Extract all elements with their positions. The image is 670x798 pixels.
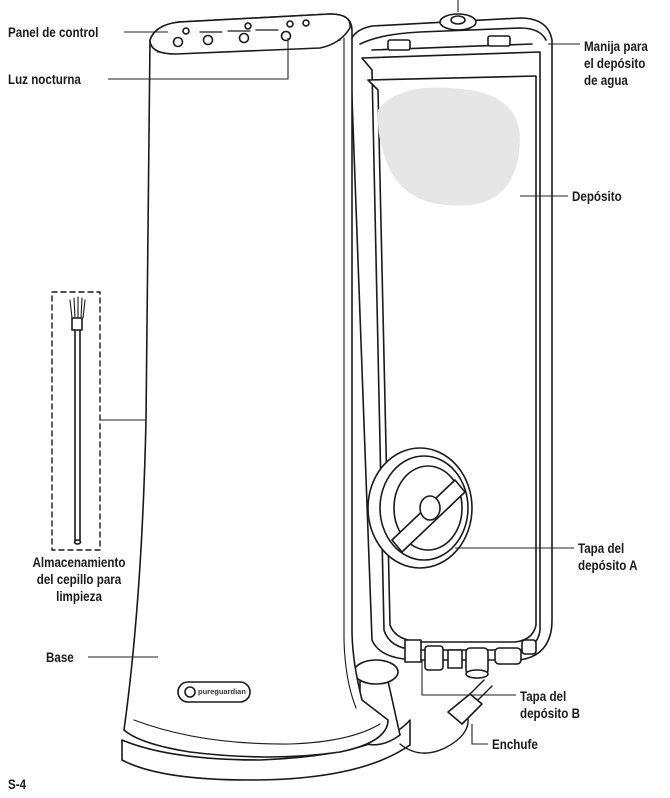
label-control-panel: Panel de control [8,24,98,41]
label-brush-storage: Almacenamiento del cepillo para limpieza [15,554,144,605]
label-tank-cap-b: Tapa del depósito B [520,688,580,722]
tank-cap-a [368,448,472,568]
label-tank-text: Depósito [572,188,622,205]
label-night-light-text: Luz nocturna [8,71,81,88]
label-tank: Depósito [572,188,622,205]
power-cord [400,680,492,753]
label-tank-handle: Manija para el depósito de agua [584,38,648,89]
page-number-text: S-4 [8,776,26,793]
leader-plug [472,724,488,744]
label-tank-cap-a-line-1: Tapa del [578,540,638,557]
label-night-light: Luz nocturna [8,71,81,88]
cleaning-brush [52,292,100,550]
label-base-text: Base [46,649,74,666]
label-control-panel-text: Panel de control [8,24,98,41]
label-tank-cap-a-line-2: depósito A [578,557,638,574]
brand-logo-text: pureguardian [198,687,246,696]
label-base: Base [46,649,74,666]
label-brush-storage-line-2: del cepillo para [15,571,144,588]
humidifier-body [124,14,388,757]
label-tank-cap-a: Tapa del depósito A [578,540,638,574]
label-plug-text: Enchufe [492,736,538,753]
control-panel [150,14,350,54]
label-tank-handle-line-3: de agua [584,72,648,89]
label-tank-handle-line-2: el depósito [584,55,648,72]
label-brush-storage-line-3: limpieza [15,588,144,605]
page-number: S-4 [8,776,26,793]
label-tank-handle-line-1: Manija para [584,38,648,55]
water-tank [350,14,552,678]
label-tank-cap-b-line-1: Tapa del [520,688,580,705]
label-tank-cap-b-line-2: depósito B [520,705,580,722]
label-plug: Enchufe [492,736,538,753]
label-brush-storage-line-1: Almacenamiento [15,554,144,571]
